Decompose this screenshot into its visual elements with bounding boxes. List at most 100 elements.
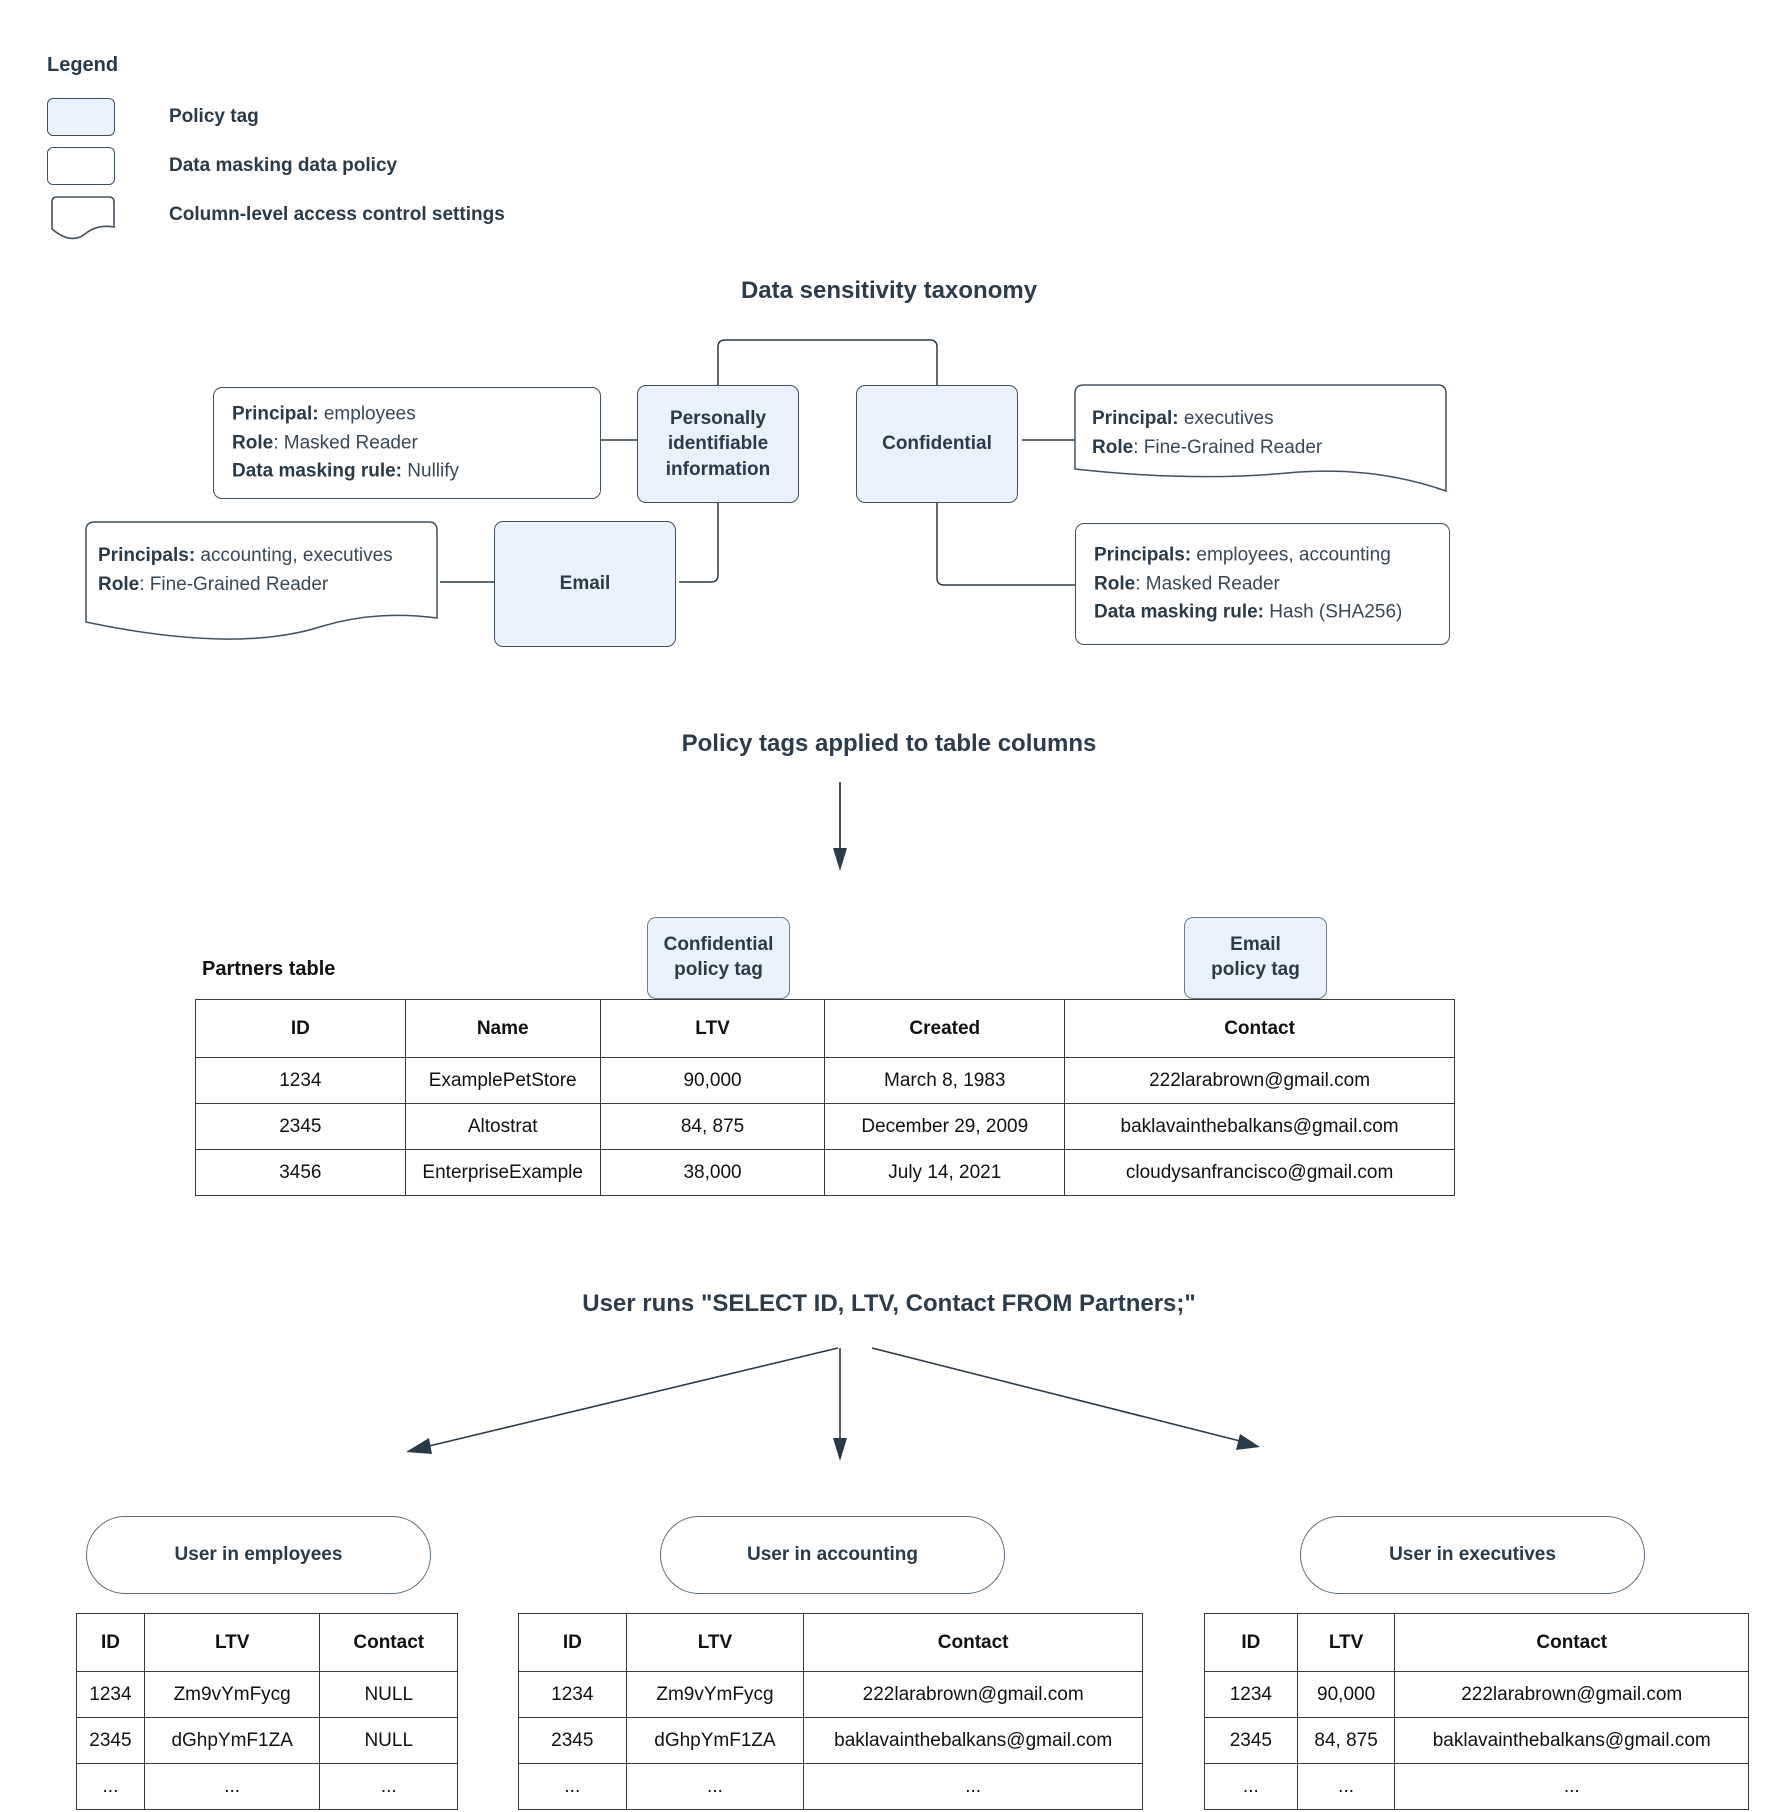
conf-principal-value: executives — [1178, 408, 1274, 429]
result-table-0-cell: dGhpYmF1ZA — [143, 1717, 321, 1764]
arrow-query-center — [833, 1348, 847, 1461]
result-pill-accounting[interactable]: User in accounting — [660, 1516, 1005, 1594]
policy-tags-section-title: Policy tags applied to table columns — [681, 730, 1097, 757]
result-table-1-cell: 222larabrown@gmail.com — [803, 1671, 1143, 1718]
result-table-1-col-header: Contact — [803, 1613, 1143, 1672]
table-row: ......... — [1204, 1763, 1749, 1810]
email-role-value: : Fine-Grained Reader — [139, 573, 329, 595]
result-table-0-cell: NULL — [319, 1671, 458, 1718]
email-principals-key: Principals: — [98, 545, 196, 566]
legend-label-data-masking: Data masking data policy — [169, 155, 398, 176]
partners-table-cell: 222larabrown@gmail.com — [1064, 1057, 1455, 1104]
result-table-2-cell: ... — [1296, 1763, 1396, 1810]
confmask-principals-value: employees, accounting — [1191, 544, 1391, 566]
confmask-role-key: Role — [1094, 572, 1136, 594]
pii-principal-value: employees — [318, 403, 416, 425]
result-table-1-cell: Zm9vYmFycg — [625, 1671, 805, 1718]
result-table-0-cell: 2345 — [76, 1717, 145, 1764]
confidential-policy-tag-line1: Confidential — [663, 934, 774, 956]
result-table-2-cell: 1234 — [1204, 1671, 1298, 1718]
partners-table-cell: 1234 — [195, 1057, 406, 1104]
result-table-0-cell: ... — [143, 1763, 321, 1810]
result-table-2-col-header: Contact — [1394, 1613, 1749, 1672]
confmask-rule-key: Data masking rule: — [1094, 601, 1264, 623]
data-masking-policy-confidential-text: Principals: employees, accounting Role: … — [1094, 541, 1439, 627]
result-table-1-cell: 2345 — [518, 1717, 627, 1764]
column-access-settings-confidential[interactable]: Principal: executives Role: Fine-Grained… — [1072, 383, 1450, 511]
partners-table-cell: 2345 — [195, 1103, 406, 1150]
result-pill-executives[interactable]: User in executives — [1300, 1516, 1645, 1594]
pii-principal-key: Principal: — [232, 403, 319, 425]
column-access-settings-email-shape — [85, 521, 438, 640]
legend-label-column-access: Column-level access control settings — [169, 204, 505, 225]
conf-principal-key: Principal: — [1092, 408, 1179, 429]
data-masking-policy-pii-text: Principal: employees Role: Masked Reader… — [232, 400, 590, 486]
policy-tag-confidential-label: Confidential — [882, 433, 992, 455]
legend-label-policy-tag: Policy tag — [169, 106, 259, 127]
confidential-policy-tag-callout[interactable]: Confidential policy tag — [647, 917, 790, 999]
partners-table-cell: Altostrat — [404, 1103, 601, 1150]
column-access-settings-email[interactable]: Principals: accounting, executives Role:… — [78, 520, 440, 648]
result-table-0-col-header: LTV — [143, 1613, 321, 1672]
result-table-1-cell: ... — [625, 1763, 805, 1810]
partners-table-cell: cloudysanfrancisco@gmail.com — [1064, 1149, 1455, 1196]
result-table-2-col-header: ID — [1204, 1613, 1298, 1672]
data-masking-policy-pii[interactable]: Principal: employees Role: Masked Reader… — [213, 387, 601, 499]
pii-role-value: : Masked Reader — [273, 431, 418, 453]
email-policy-tag-line1: Email — [1230, 934, 1281, 956]
email-policy-tag-callout[interactable]: Email policy tag — [1184, 917, 1327, 999]
email-principals-value: accounting, executives — [195, 545, 393, 566]
table-row: ......... — [518, 1763, 1143, 1810]
partners-table-cell: ExamplePetStore — [404, 1057, 601, 1104]
confmask-role-value: : Masked Reader — [1135, 572, 1280, 594]
policy-tag-pii-label: Personally identifiable information — [665, 408, 771, 480]
result-pill-employees[interactable]: User in employees — [86, 1516, 431, 1594]
policy-tag-email-label: Email — [559, 573, 611, 595]
result-table-1-cell: ... — [518, 1763, 627, 1810]
partners-table-cell: 38,000 — [599, 1149, 826, 1196]
result-pill-accounting-label: User in accounting — [746, 1544, 919, 1565]
arrow-query-right — [871, 1347, 1260, 1450]
column-access-settings-confidential-shape — [1074, 384, 1447, 493]
conf-role-value: : Fine-Grained Reader — [1133, 436, 1323, 458]
partners-table-cell: EnterpriseExample — [404, 1149, 601, 1196]
confidential-policy-tag-line2: policy tag — [674, 959, 763, 980]
result-table-1-cell: 1234 — [518, 1671, 627, 1718]
partners-table-cell: July 14, 2021 — [824, 1149, 1066, 1196]
data-masking-policy-confidential[interactable]: Principals: employees, accounting Role: … — [1075, 523, 1450, 645]
result-table-0-col-header: ID — [76, 1613, 145, 1672]
partners-table-cell: 3456 — [195, 1149, 406, 1196]
partners-table-cell: March 8, 1983 — [824, 1057, 1066, 1104]
result-table-1-cell: ... — [803, 1763, 1143, 1810]
result-table-2-cell: 90,000 — [1296, 1671, 1396, 1718]
result-table-0-cell: Zm9vYmFycg — [143, 1671, 321, 1718]
result-table-2-cell: 2345 — [1204, 1717, 1298, 1764]
policy-tag-confidential[interactable]: Confidential — [856, 385, 1018, 503]
data-masking-swatch-icon — [47, 147, 115, 185]
partners-table-cell: baklavainthebalkans@gmail.com — [1064, 1103, 1455, 1150]
column-access-swatch-icon — [51, 196, 115, 240]
partners-table-col-header: Contact — [1064, 999, 1455, 1058]
policy-tag-swatch-icon — [47, 98, 115, 136]
conf-role-key: Role — [1092, 436, 1134, 458]
result-table-0-col-header: Contact — [319, 1613, 458, 1672]
result-pill-employees-label: User in employees — [174, 1544, 343, 1565]
result-table-1-col-header: ID — [518, 1613, 627, 1672]
policy-tag-pii[interactable]: Personally identifiable information — [637, 385, 799, 503]
column-access-settings-confidential-text: Principal: executives Role: Fine-Grained… — [1092, 405, 1438, 462]
policy-tag-email[interactable]: Email — [494, 521, 676, 647]
result-pill-executives-label: User in executives — [1389, 1544, 1556, 1565]
